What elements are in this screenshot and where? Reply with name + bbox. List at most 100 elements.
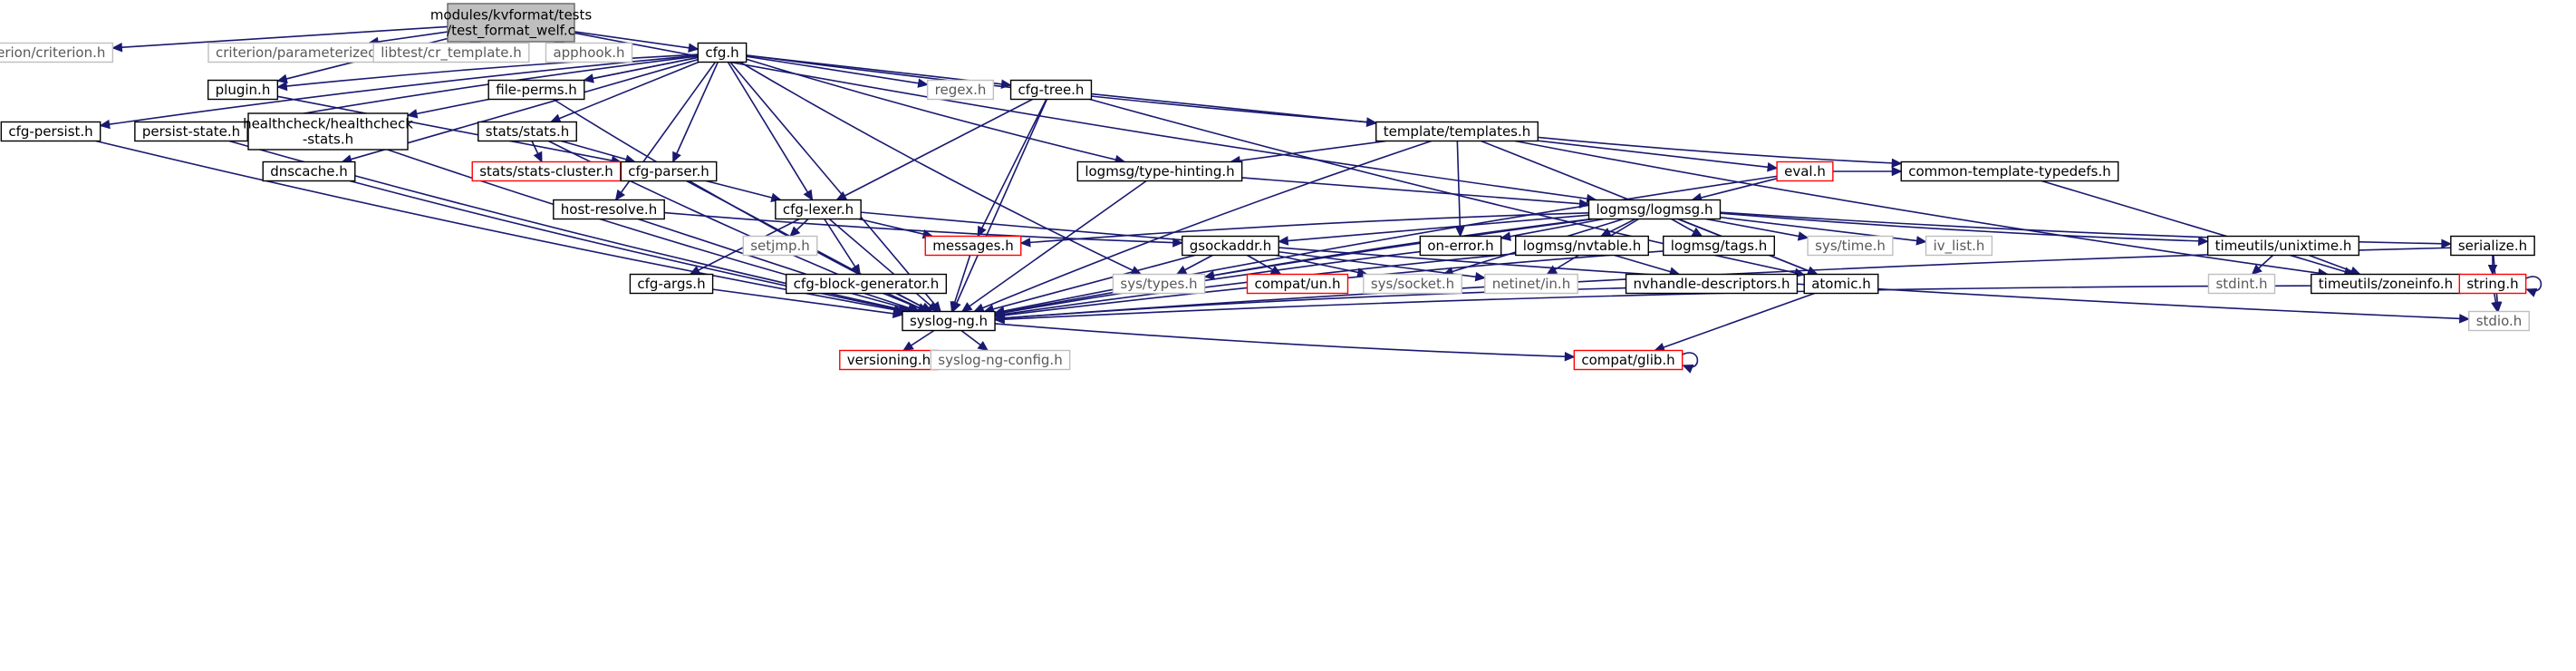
node-typehinting[interactable]: logmsg/type-hinting.h (1076, 160, 1243, 182)
node-cfgparser[interactable]: cfg-parser.h (620, 160, 718, 182)
node-fileperms[interactable]: file-perms.h (487, 79, 585, 101)
node-gsockaddr[interactable]: gsockaddr.h (1182, 235, 1279, 257)
node-hostresolve[interactable]: host-resolve.h (553, 199, 665, 220)
edge-arrowhead (1915, 236, 1927, 246)
node-cfgblock[interactable]: cfg-block-generator.h (785, 273, 948, 295)
node-label: stats/stats-cluster.h (479, 163, 613, 180)
edge-arrowhead (1175, 265, 1188, 276)
edge-line (1278, 214, 1589, 243)
node-dnscache[interactable]: dnscache.h (262, 160, 356, 182)
edge-arrowhead (549, 113, 562, 123)
edge-arrowhead (902, 341, 914, 352)
edge-messages-to-syslogng (950, 255, 971, 313)
node-nvhandle[interactable]: nvhandle-descriptors.h (1625, 273, 1799, 295)
node-cfgpersist[interactable]: cfg-persist.h (0, 121, 101, 142)
node-commontemplate[interactable]: common-template-typedefs.h (1900, 160, 2119, 182)
node-box (1587, 199, 1722, 220)
edge-syslogng-to-compatglib (994, 323, 1576, 362)
node-cfg[interactable]: cfg.h (697, 42, 748, 63)
edge-logmsg-to-onerror (1500, 218, 1604, 241)
node-label: libtest/cr_template.h (381, 44, 522, 62)
edge-arrowhead (973, 303, 985, 313)
edge-line (637, 218, 921, 313)
node-layer: modules/kvformat/tests/test_format_welf.… (0, 3, 2535, 371)
node-plugin[interactable]: plugin.h (207, 79, 279, 101)
node-string[interactable]: string.h (2458, 273, 2527, 295)
edge-arrowhead (1891, 166, 1903, 177)
edge-line (1705, 218, 1809, 239)
edge-arrowhead (533, 151, 543, 163)
node-box (478, 121, 577, 142)
node-box (2468, 310, 2530, 332)
node-statscluster[interactable]: stats/stats-cluster.h (471, 160, 622, 182)
node-nvtable[interactable]: logmsg/nvtable.h (1515, 235, 1649, 257)
node-crtemplate: libtest/cr_template.h (372, 42, 530, 63)
node-label: cfg-tree.h (1018, 82, 1085, 98)
edge-arrowhead (689, 266, 701, 276)
node-label: template/templates.h (1384, 123, 1531, 140)
edge-line (994, 218, 1595, 315)
node-logmsg[interactable]: logmsg/logmsg.h (1587, 199, 1722, 220)
edge-hostresolve-to-gsockaddr (664, 211, 1183, 248)
node-statsstats[interactable]: stats/stats.h (478, 121, 577, 142)
node-box (2458, 273, 2527, 295)
node-label: logmsg/tags.h (1671, 238, 1768, 254)
edge-line (995, 285, 2311, 321)
node-atomic[interactable]: atomic.h (1803, 273, 1879, 295)
edge-arrowhead (1797, 231, 1809, 241)
node-parameterized: criterion/parameterized.h (207, 42, 398, 63)
node-zoneinfo[interactable]: timeutils/zoneinfo.h (2311, 273, 2461, 295)
node-box (930, 349, 1071, 371)
node-persiststate[interactable]: persist-state.h (134, 121, 248, 142)
edge-line (1456, 141, 1462, 237)
edge-line (994, 175, 1778, 314)
node-label: sys/socket.h (1371, 276, 1454, 292)
edge-arrowhead (1278, 236, 1289, 246)
node-box (1663, 235, 1775, 257)
edge-line (1655, 292, 1815, 352)
node-box (742, 235, 818, 257)
node-versioning[interactable]: versioning.h (839, 349, 939, 371)
node-tags[interactable]: logmsg/tags.h (1663, 235, 1775, 257)
edge-line (1538, 140, 1778, 170)
node-box (134, 121, 248, 142)
node-eval[interactable]: eval.h (1776, 160, 1834, 182)
node-unixtime[interactable]: timeutils/unixtime.h (2206, 235, 2360, 257)
node-box (924, 235, 1022, 257)
node-criterion: criterion/criterion.h (0, 42, 114, 63)
edge-cfg-to-cfglexer (727, 62, 814, 201)
node-label: nvhandle-descriptors.h (1634, 276, 1790, 292)
node-cfglexer[interactable]: cfg-lexer.h (775, 199, 862, 220)
node-templates[interactable]: template/templates.h (1375, 121, 1539, 142)
node-label: netinet/in.h (1492, 276, 1570, 292)
edge-cfg-to-hostresolve (614, 62, 717, 201)
node-box (629, 273, 714, 295)
node-box (1515, 235, 1649, 257)
node-label: gsockaddr.h (1190, 238, 1271, 254)
node-cfgargs[interactable]: cfg-args.h (629, 273, 714, 295)
node-healthcheck[interactable]: healthcheck/healthcheck-stats.h (243, 112, 413, 151)
edge-statsstats-to-statscluster (531, 141, 543, 163)
edge-string-to-stdio (2491, 293, 2501, 313)
edge-arrowhead (835, 191, 848, 201)
node-messages[interactable]: messages.h (924, 235, 1022, 257)
node-compatglib[interactable]: compat/glib.h (1573, 349, 1684, 371)
edge-cfgtree-to-templates (1091, 92, 1377, 128)
edge-arrowhead (688, 43, 699, 53)
edge-arrowhead (2441, 238, 2453, 249)
node-compatun[interactable]: compat/un.h (1246, 273, 1349, 295)
node-label: file-perms.h (496, 82, 577, 98)
edge-line (1091, 92, 1376, 124)
node-syssocket: sys/socket.h (1363, 273, 1462, 295)
node-box (2450, 235, 2535, 257)
node-cfgtree[interactable]: cfg-tree.h (1009, 79, 1093, 101)
edge-arrowhead (950, 300, 960, 313)
node-serialize[interactable]: serialize.h (2450, 235, 2535, 257)
node-syslogng[interactable]: syslog-ng.h (902, 310, 996, 332)
edge-arrowhead (276, 73, 288, 83)
node-onerror[interactable]: on-error.h (1419, 235, 1502, 257)
edge-templates-to-typehinting (1230, 140, 1386, 166)
edge-arrowhead (2491, 301, 2501, 313)
edge-atomic-to-compatglib (1654, 292, 1815, 352)
edge-cfglexer-to-cfgblock (824, 219, 861, 276)
